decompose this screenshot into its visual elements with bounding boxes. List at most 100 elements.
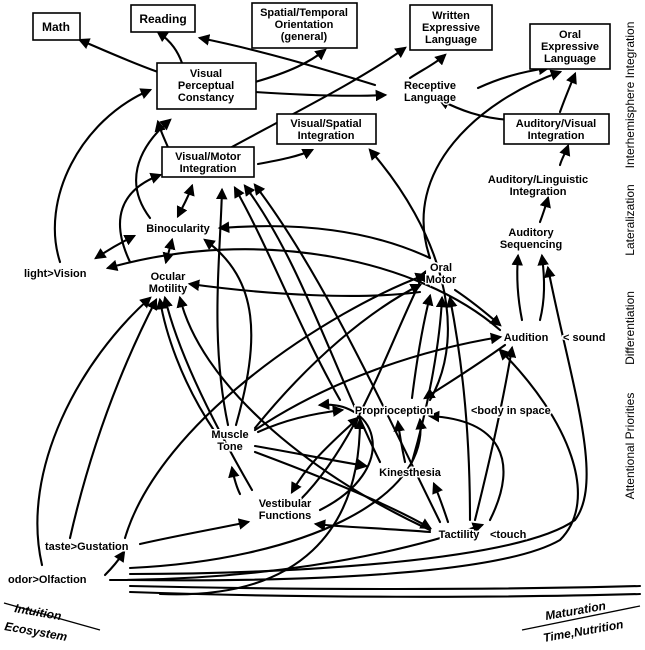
box-oral-expressive xyxy=(529,23,611,70)
node-line: odor>Olfaction xyxy=(8,574,87,586)
node-line: Receptive xyxy=(404,80,456,92)
box-vismotor xyxy=(161,146,255,178)
arrow-muscle-to-kinesthesia xyxy=(253,444,369,471)
arrow-ocular-to-vismotor xyxy=(119,172,163,264)
node-line: Constancy xyxy=(178,92,235,104)
corner-label-intuition: Intuition xyxy=(13,601,62,623)
arrow-oralmotor-to-audition xyxy=(453,288,502,327)
side-label-differentiation: Differentiation xyxy=(623,291,637,365)
node-touch: <touch xyxy=(490,529,527,541)
arrow-receptive-to-oral xyxy=(476,63,551,90)
box-audvis xyxy=(503,113,610,145)
corner-divider-left xyxy=(3,602,101,631)
arrow-perceptual-to-spatial xyxy=(253,48,327,84)
arrow-audition-to-sequencing-2 xyxy=(537,253,549,322)
node-line: Auditory/Linguistic xyxy=(488,174,588,186)
box-reading xyxy=(130,4,196,33)
node-line: Auditory/Visual xyxy=(516,118,596,130)
arrow-vismotor-to-visspatial xyxy=(256,148,315,166)
arrow-olfaction-to-ocular xyxy=(36,296,152,567)
arrow-tact-to-ocular xyxy=(176,295,432,532)
arrow-gustation-to-vestib xyxy=(138,518,251,546)
node-line: Audition xyxy=(504,332,549,344)
node-line: Visual xyxy=(190,68,222,80)
arrow-sequencing-to-linguistic xyxy=(538,195,551,224)
node-line: Orientation xyxy=(275,19,334,31)
corner-labels: Intuition Ecosystem Maturation Time,Nutr… xyxy=(3,599,641,645)
node-reading: Reading xyxy=(139,12,186,26)
arrow-olfaction-to-tactility xyxy=(108,522,485,582)
arrow-binocular-to-vismotor xyxy=(176,183,195,219)
arrow-bundle-1 xyxy=(128,265,588,576)
arrow-bundle-2 xyxy=(128,348,579,582)
node-line: Visual/Spatial xyxy=(290,118,361,130)
node-line: Sequencing xyxy=(500,239,562,251)
arrow-tact-to-prop xyxy=(427,410,505,522)
arrow-perceptual-to-receptive xyxy=(253,89,388,102)
arrow-tact-to-kin xyxy=(432,481,450,524)
node-line: Proprioception xyxy=(355,405,434,417)
node-line: Tone xyxy=(217,441,242,453)
arrow-vision-to-binocular xyxy=(94,234,137,260)
arrow-linguistic-to-audvis xyxy=(558,143,571,167)
arrow-kin-to-prop xyxy=(393,419,407,464)
side-label-interhemisphere: Interhemisphere Integration xyxy=(623,22,637,169)
node-line: <body in space xyxy=(471,405,551,417)
arrow-muscle-to-audition xyxy=(253,332,503,432)
arrow-prop-to-oralmotor xyxy=(410,293,434,400)
node-line: Perceptual xyxy=(178,80,234,92)
node-line: Language xyxy=(404,92,456,104)
node-line: Expressive xyxy=(541,41,599,53)
arrow-vision-to-perceptual xyxy=(53,88,153,264)
node-line: Language xyxy=(544,53,596,65)
box-visspatial xyxy=(276,113,377,145)
arrow-audvis-to-oral xyxy=(558,71,577,114)
node-line: Reading xyxy=(139,12,186,26)
arrow-bundle-5 xyxy=(128,417,427,570)
arrow-vestib-to-ocular xyxy=(161,295,254,492)
node-line: Ocular xyxy=(151,271,187,283)
node-sound: < sound xyxy=(563,332,605,344)
node-line: Motility xyxy=(149,283,188,295)
arrow-oralmotor-to-oral xyxy=(422,69,563,260)
connection-arrows xyxy=(36,30,642,598)
node-math: Math xyxy=(42,20,70,34)
node-line: (general) xyxy=(281,31,328,43)
corner-divider-right xyxy=(521,605,641,631)
arrow-gustation-to-ocular xyxy=(68,297,158,540)
node-audition: Audition xyxy=(504,332,549,344)
node-line: Binocularity xyxy=(146,223,210,235)
arrow-prop-to-vestib xyxy=(290,416,360,495)
arrow-prop-to-vismotor xyxy=(233,185,342,402)
arrow-gustation-to-oralmotor xyxy=(123,272,428,540)
node-line: Vestibular xyxy=(259,498,312,510)
node-line: Math xyxy=(42,20,70,34)
node-line: <touch xyxy=(490,529,527,541)
node-vision: light>Vision xyxy=(24,268,87,280)
arrow-ocular-to-binocular xyxy=(162,237,176,265)
node-kinesthesia: Kinesthesia xyxy=(379,467,442,479)
arrow-audition-to-sequencing-1 xyxy=(511,253,524,322)
node-binocularity: Binocularity xyxy=(146,223,210,235)
node-line: Language xyxy=(425,34,477,46)
arrow-bundle-6 xyxy=(158,417,366,596)
side-label-lateralization: Lateralization xyxy=(623,184,637,255)
arrow-audition-to-prop xyxy=(423,343,507,400)
node-line: light>Vision xyxy=(24,268,87,280)
node-line: Integration xyxy=(510,186,567,198)
arrow-vestib-loop-right xyxy=(317,398,374,512)
arrow-bundle-3 xyxy=(128,584,642,591)
arrow-oralmotor-to-binocular xyxy=(217,221,432,260)
node-line: Motor xyxy=(426,274,457,286)
arrow-perceptual-to-math xyxy=(77,38,160,74)
